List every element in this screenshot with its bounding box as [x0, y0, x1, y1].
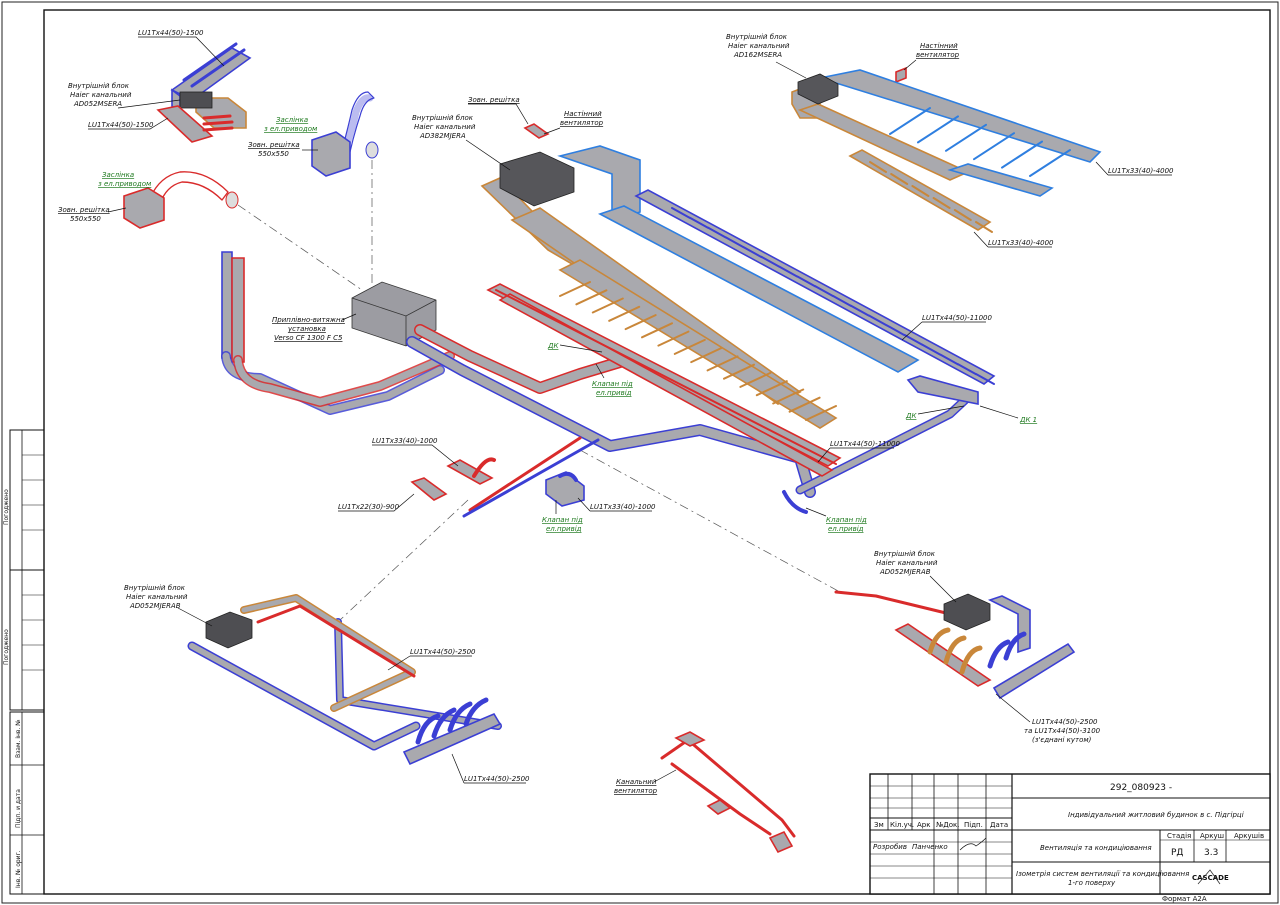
tb-col-zm: Зм [874, 821, 884, 829]
side-stamp: Погоджено Погоджено Взам. інв. № Підп. и… [3, 429, 45, 895]
label-lu-bl-2500a: LU1Tx44(50)-2500 [410, 648, 476, 656]
tb-section: Вентиляція та кондиціювання [1040, 844, 1152, 852]
label-lu-tl-bottom: LU1Tx44(50)-1500 [88, 121, 154, 129]
tb-format: Формат А2А [1162, 895, 1207, 903]
label-lu-tr-1: LU1Tx33(40)-4000 [1108, 167, 1174, 175]
tb-col-date: Дата [990, 821, 1008, 829]
tb-code: 292_080923 - [1110, 783, 1172, 793]
tb-sheet-label: Аркуш [1200, 832, 1224, 840]
vertical-risers [221, 251, 455, 415]
tb-stage: РД [1171, 848, 1183, 858]
label-lu-tl-top: LU1Tx44(50)-1500 [138, 29, 204, 37]
tb-sheet-title: Ізометрія систем вентиляції та кондиціюв… [1016, 870, 1189, 887]
indoor-unit-br-icon [943, 593, 991, 631]
side-inv-orig: Інв. № ориг. [15, 850, 22, 888]
tb-sheet: 3.3 [1204, 848, 1218, 858]
exhaust-manifold-mid [634, 189, 996, 405]
fresh-air-intake-left [123, 171, 239, 229]
long-supply-manifold [486, 283, 842, 477]
tb-stage-label: Стадія [1167, 832, 1191, 840]
label-grille-small: Зовн. решітка [468, 96, 520, 104]
link-lines [237, 160, 841, 621]
title-block: Зм Кіл.уч. Арк №Док. Підп. Дата Розробив… [869, 773, 1271, 903]
sheet-inner-frame [43, 9, 1271, 895]
label-lu-mid-11000a: LU1Tx44(50)-11000 [922, 314, 993, 322]
tb-col-sign: Підп. [964, 821, 983, 829]
label-lu-tr-2: LU1Tx33(40)-4000 [988, 239, 1054, 247]
tb-object: Індивідуальний житловий будинок в с. Під… [1068, 811, 1244, 819]
system-top-right [791, 69, 1102, 233]
side-agreed-2: Погоджено [3, 629, 10, 665]
tb-col-ark: Арк [917, 821, 930, 829]
small-grille-and-wall-fan [523, 66, 907, 139]
side-sign-date: Підп. и дата [15, 789, 22, 828]
logo-arrow-icon [1197, 869, 1221, 885]
tb-logo: CASCADE [1192, 874, 1229, 882]
system-top-left [156, 42, 252, 143]
fresh-air-intake-top [311, 91, 379, 177]
small-branches-center [410, 436, 808, 518]
label-lu-1000b: LU1Tx33(40)-1000 [590, 503, 656, 511]
system-bottom-left [187, 594, 502, 766]
label-dk-3: ДК 1 [1019, 416, 1037, 424]
side-inv-replace: Взам. інв. № [15, 719, 22, 758]
tb-col-kil: Кіл.уч. [890, 821, 914, 829]
side-agreed-1: Погоджено [3, 489, 10, 525]
tb-name-dev: Панченко [912, 843, 948, 851]
label-dk-1: ДК [547, 342, 559, 350]
label-lu-900: LU1Tx22(30)-900 [338, 503, 400, 511]
system-bottom-right [834, 590, 1076, 700]
tb-sheets-label: Аркушів [1234, 832, 1264, 840]
label-lu-bl-2500b: LU1Tx44(50)-2500 [464, 775, 530, 783]
label-lu-1000: LU1Tx33(40)-1000 [372, 437, 438, 445]
channel-fan-system [660, 731, 796, 854]
tb-role-dev: Розробив [873, 843, 907, 851]
system-mid-ac [480, 145, 920, 429]
indoor-unit-bl-icon [205, 611, 253, 649]
tb-col-doc: №Док. [936, 821, 960, 829]
indoor-unit-icon [179, 91, 213, 109]
label-dk-2: ДК [905, 412, 917, 420]
signature-mark [959, 837, 987, 851]
label-lu-mid-11000b: LU1Tx44(50)-11000 [830, 440, 901, 448]
